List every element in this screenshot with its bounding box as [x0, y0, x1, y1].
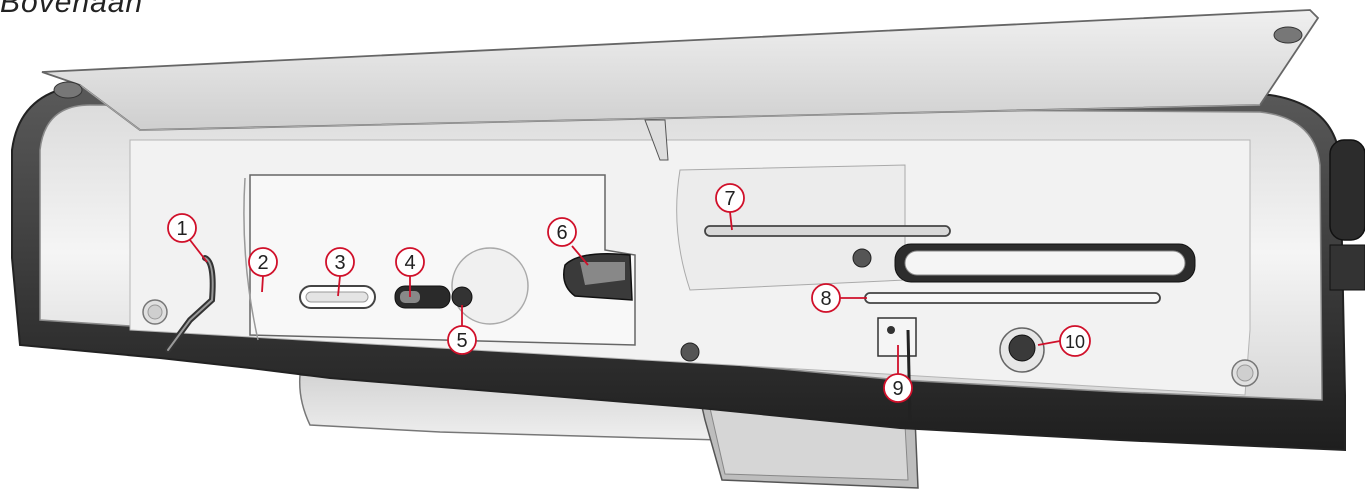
callout-9: 9	[883, 373, 913, 403]
top-lid	[41, 9, 1320, 161]
callout-10: 10	[1059, 325, 1091, 357]
carry-handle-slot	[894, 243, 1196, 283]
callout-4-label: 4	[404, 252, 415, 274]
page-title: Bovenaan	[0, 0, 144, 19]
callout-leader-7	[729, 211, 733, 231]
callout-2-label: 2	[257, 252, 268, 274]
callouts	[189, 211, 1061, 375]
callout-7: 7	[715, 183, 745, 213]
spool-pin	[704, 225, 951, 237]
callout-markers: 1 2 3 4 5 6 7 8	[167, 183, 1091, 403]
callout-leader-10	[1037, 340, 1061, 346]
callout-6: 6	[547, 217, 577, 247]
callout-5: 5	[447, 325, 477, 355]
thread-guide	[165, 255, 216, 353]
callout-2: 2	[248, 247, 278, 277]
callout-1-label: 1	[176, 218, 187, 240]
thread-cutter	[563, 253, 633, 301]
tension-slot	[299, 285, 376, 309]
callout-4: 4	[395, 247, 425, 277]
callout-8: 8	[811, 283, 841, 313]
callout-7-label: 7	[724, 188, 735, 210]
callout-leader-2	[261, 275, 264, 293]
callout-leader-6	[571, 245, 589, 266]
callout-leader-1	[189, 239, 208, 263]
callout-leader-3	[337, 275, 341, 297]
callout-3-label: 3	[334, 252, 345, 274]
callout-8-label: 8	[820, 288, 831, 310]
bobbin-lever	[394, 247, 529, 325]
screws	[142, 248, 1259, 387]
callout-6-label: 6	[556, 222, 567, 244]
callout-5-label: 5	[456, 330, 467, 352]
callout-10-label: 10	[1065, 332, 1085, 352]
bobbin-winder-spindle	[999, 327, 1045, 373]
auxiliary-spool-pin	[864, 292, 1161, 304]
bobbin-winder	[877, 317, 917, 421]
callout-3: 3	[325, 247, 355, 277]
callout-1: 1	[167, 213, 197, 243]
callout-9-label: 9	[892, 378, 903, 400]
